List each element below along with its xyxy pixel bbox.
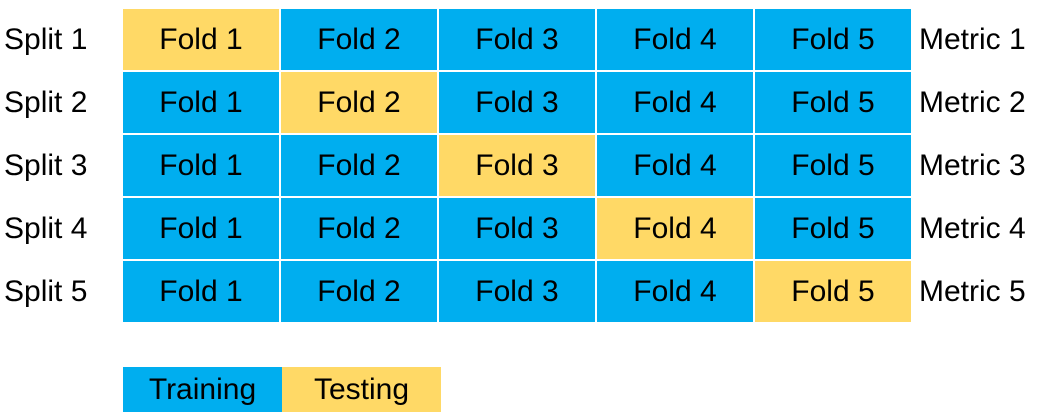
fold-cell-testing: Fold 1	[123, 9, 279, 70]
fold-cell-training: Fold 3	[439, 72, 595, 133]
fold-cell-training: Fold 3	[439, 198, 595, 259]
fold-cell-testing: Fold 2	[281, 72, 437, 133]
fold-cell-training: Fold 5	[755, 135, 911, 196]
fold-cell-training: Fold 2	[281, 261, 437, 322]
split-label: Split 1	[4, 23, 88, 56]
metric-label: Metric 2	[919, 86, 1026, 119]
fold-cell-training: Fold 2	[281, 135, 437, 196]
fold-cell-training: Fold 4	[597, 72, 753, 133]
fold-cell-training: Fold 5	[755, 198, 911, 259]
fold-cell-training: Fold 3	[439, 9, 595, 70]
fold-cell-training: Fold 1	[123, 72, 279, 133]
fold-cell-training: Fold 1	[123, 261, 279, 322]
fold-cell-training: Fold 4	[597, 9, 753, 70]
fold-cell-training: Fold 2	[281, 198, 437, 259]
legend-testing: Testing	[282, 367, 441, 412]
metric-label: Metric 3	[919, 149, 1026, 182]
metric-label: Metric 1	[919, 23, 1026, 56]
fold-cell-testing: Fold 4	[597, 198, 753, 259]
fold-cell-training: Fold 2	[281, 9, 437, 70]
fold-cell-training: Fold 1	[123, 198, 279, 259]
fold-cell-testing: Fold 3	[439, 135, 595, 196]
fold-cell-training: Fold 4	[597, 261, 753, 322]
split-label: Split 4	[4, 212, 88, 245]
metric-label: Metric 5	[919, 275, 1026, 308]
fold-cell-testing: Fold 5	[755, 261, 911, 322]
fold-cell-training: Fold 5	[755, 72, 911, 133]
fold-cell-training: Fold 1	[123, 135, 279, 196]
fold-cell-training: Fold 5	[755, 9, 911, 70]
metric-label: Metric 4	[919, 212, 1026, 245]
split-label: Split 2	[4, 86, 88, 119]
split-label: Split 3	[4, 149, 88, 182]
fold-cell-training: Fold 3	[439, 261, 595, 322]
legend-training: Training	[123, 367, 282, 412]
split-label: Split 5	[4, 275, 88, 308]
fold-cell-training: Fold 4	[597, 135, 753, 196]
